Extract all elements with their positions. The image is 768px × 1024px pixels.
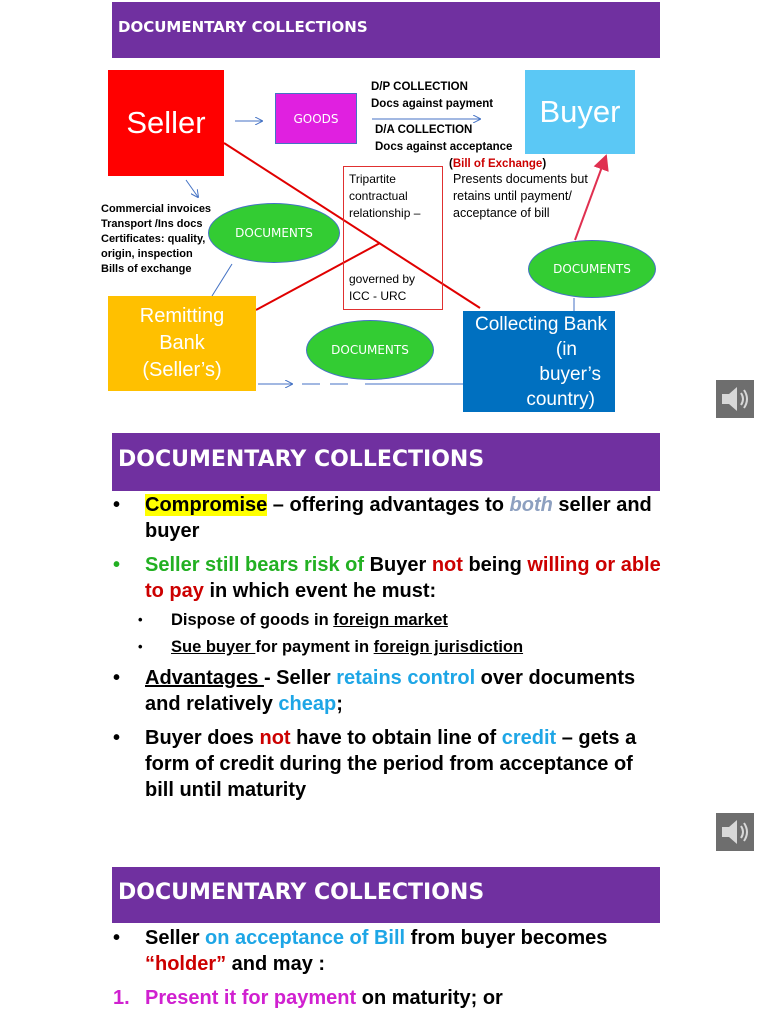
speaker-icon[interactable]	[716, 380, 754, 418]
remitting-bank-box: Remitting Bank (Seller’s)	[108, 296, 256, 391]
list-item: Bills of exchange	[101, 263, 192, 275]
bill-of-exchange-label: (Bill of Exchange)	[449, 158, 547, 170]
sub-bullet-sue: • Sue buyer for payment in foreign juris…	[138, 638, 524, 656]
arrow-seller-docs	[185, 179, 198, 197]
red-line-remitting-tri	[255, 242, 381, 311]
bullet-compromise: • Compromise – offering advantages to bo…	[113, 494, 652, 542]
speaker-icon[interactable]	[716, 813, 754, 851]
slide1-title: DOCUMENTARY COLLECTIONS	[112, 2, 660, 58]
numbered-item-1: 1. Present it for payment on maturity; o…	[113, 987, 503, 1009]
sub-bullet-dispose: • Dispose of goods in foreign market	[138, 611, 448, 629]
tripartite-box: Tripartite contractual relationship – go…	[343, 166, 443, 310]
red-line-seller-collecting	[223, 142, 481, 309]
documents-list: Commercial invoices Transport /Ins docs …	[101, 202, 211, 277]
documents-oval-2: DOCUMENTS	[306, 320, 434, 380]
list-item: Transport /Ins docs	[101, 218, 203, 230]
bullet-advantages: • Advantages - Seller retains control ov…	[113, 667, 636, 715]
dp-collection-label: D/P COLLECTION Docs against payment	[371, 81, 494, 110]
buyer-box: Buyer	[525, 70, 635, 154]
bullet-holder: • Seller on acceptance of Bill from buye…	[113, 927, 608, 975]
bullet-buyer-credit: • Buyer does not have to obtain line of …	[113, 727, 637, 801]
documents-oval-1: DOCUMENTS	[208, 203, 340, 263]
bullet-seller-risk: • Seller still bears risk of Buyer not b…	[113, 554, 661, 602]
goods-box: GOODS	[275, 93, 357, 144]
slide2-title: DOCUMENTARY COLLECTIONS	[112, 433, 660, 491]
list-item: Commercial invoices	[101, 203, 212, 215]
seller-box: Seller	[108, 70, 224, 176]
collecting-bank-box: Collecting Bank (in buyer’s country)	[463, 311, 615, 412]
presents-documents-text: Presents documents but retains until pay…	[453, 172, 588, 220]
list-item: Certificates: quality,	[101, 233, 206, 245]
red-arrow-to-buyer	[574, 154, 609, 241]
arrow-docs-remitting	[211, 263, 233, 297]
slide3-title: DOCUMENTARY COLLECTIONS	[112, 867, 660, 923]
diagram-connectors	[185, 0, 609, 430]
documents-oval-3: DOCUMENTS	[528, 240, 656, 298]
da-collection-label: D/A COLLECTION Docs against acceptance	[375, 124, 513, 153]
list-item: origin, inspection	[101, 248, 193, 260]
